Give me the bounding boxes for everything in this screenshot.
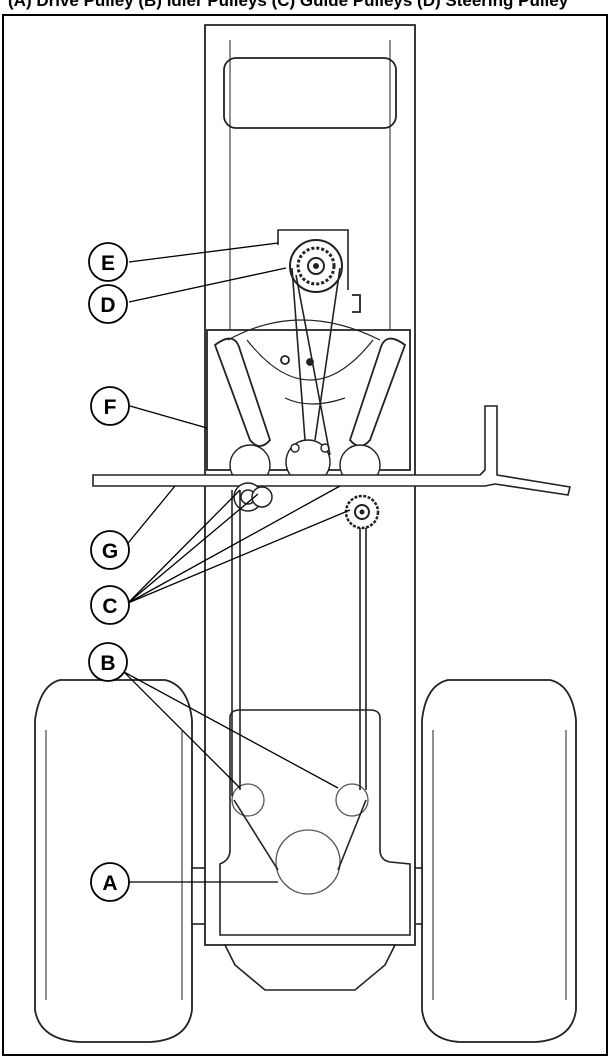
callout-label-A: A — [102, 872, 117, 895]
right-wheel — [421, 679, 577, 1043]
callout-D: D — [88, 284, 128, 324]
handle-bar — [92, 405, 571, 496]
callout-B: B — [88, 642, 128, 682]
steering-cable — [231, 267, 367, 871]
callout-label-C: C — [102, 595, 117, 618]
callout-label-E: E — [101, 252, 115, 275]
callout-C: C — [90, 585, 130, 625]
guide-pulleys — [233, 482, 380, 530]
callout-label-D: D — [100, 294, 115, 317]
leader-lines — [123, 242, 351, 883]
lower-housing — [219, 709, 411, 991]
steering-pulley — [277, 229, 349, 293]
callout-label-F: F — [104, 396, 117, 419]
steering-bracket — [206, 294, 411, 471]
caption-strip: (A) Drive Pulley (B) Idler Pulleys (C) G… — [0, 0, 610, 14]
callout-E: E — [88, 242, 128, 282]
callout-label-G: G — [102, 540, 118, 563]
figure-frame — [2, 14, 608, 1056]
callout-F: F — [90, 386, 130, 426]
callout-G: G — [90, 530, 130, 570]
callout-A: A — [90, 862, 130, 902]
bottom-pulleys — [231, 783, 369, 895]
figure-caption: (A) Drive Pulley (B) Idler Pulleys (C) G… — [8, 0, 569, 10]
callout-label-B: B — [100, 652, 115, 675]
left-wheel — [34, 679, 193, 1043]
mast-window — [223, 57, 397, 129]
